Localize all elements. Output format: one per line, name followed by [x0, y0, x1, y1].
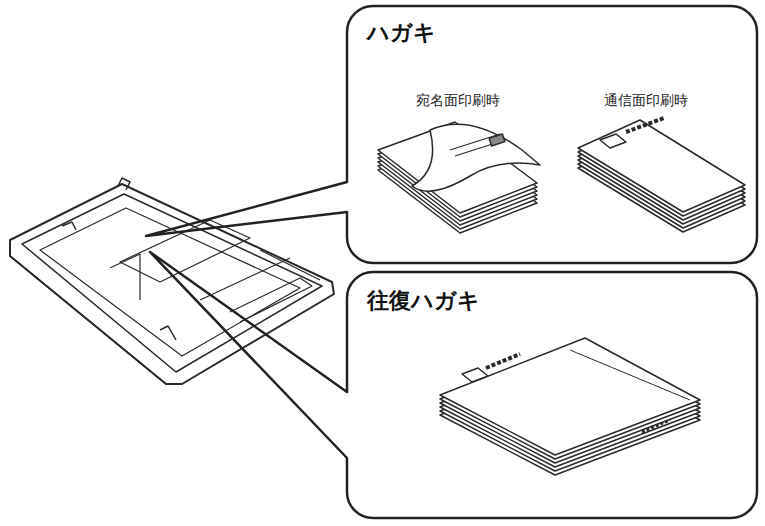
card-caption: 通信面印刷時 — [604, 92, 688, 110]
postcard-details — [412, 118, 690, 432]
callout-box: ハガキ — [347, 6, 757, 263]
callout-box: 往復ハガキ — [347, 272, 757, 518]
card-caption: 宛名面印刷時 — [416, 92, 500, 110]
callout-heading: 往復ハガキ — [367, 286, 480, 316]
callout-outline — [146, 6, 757, 518]
paper-cassette — [10, 178, 334, 384]
postcard-layer — [440, 338, 700, 455]
postcard-layer — [578, 120, 745, 212]
callout-heading: ハガキ — [367, 18, 436, 48]
